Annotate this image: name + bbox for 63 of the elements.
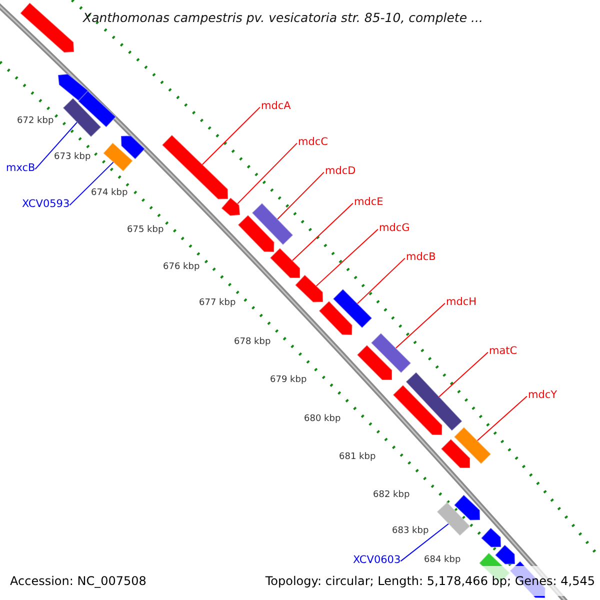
- gene-bar: [453, 426, 492, 465]
- title: Xanthomonas campestris pv. vesicatoria str. 85-10, complete ...: [83, 10, 483, 25]
- gene-feature: [237, 214, 275, 252]
- scale-label: 682 kbp: [373, 490, 410, 500]
- scale-label: 679 kbp: [270, 375, 307, 385]
- leader-line: [34, 122, 78, 170]
- gene-feature: [356, 344, 392, 380]
- gene-label: mdcD: [325, 165, 356, 177]
- leader-line: [277, 172, 324, 220]
- leader-line: [395, 302, 446, 349]
- gene-bar: [332, 288, 373, 329]
- gene-label: XCV0593: [22, 198, 70, 210]
- gene-label: mdcE: [354, 196, 384, 208]
- scale-label: 673 kbp: [54, 152, 91, 162]
- scale-label: 675 kbp: [127, 225, 164, 235]
- gene-label: matC: [489, 345, 518, 357]
- gene-label: mdcC: [298, 136, 328, 148]
- gene-feature: [161, 134, 228, 200]
- scale-label: 681 kbp: [339, 452, 376, 462]
- leader-line: [316, 228, 378, 286]
- gene-label: mdcA: [261, 100, 291, 112]
- gene-label: mdcY: [528, 389, 558, 401]
- leader-line: [400, 523, 449, 562]
- leader-line: [356, 258, 406, 304]
- gene-label: mdcG: [379, 222, 410, 234]
- gene-label: mdcB: [406, 251, 436, 263]
- scale-label: 672 kbp: [17, 116, 54, 126]
- accession-text: Accession: NC_007508: [10, 574, 146, 588]
- scale-label: 678 kbp: [234, 337, 271, 347]
- gene-feature: [392, 384, 443, 436]
- scale-label: 683 kbp: [392, 526, 429, 536]
- gene-bar: [62, 97, 102, 138]
- scale-label: 677 kbp: [199, 298, 236, 308]
- gene-bar: [251, 202, 294, 246]
- leader-line: [292, 202, 354, 262]
- gene-bar: [436, 502, 471, 536]
- genome-info-text: Topology: circular; Length: 5,178,466 bp; Genes: 4,545: [265, 574, 595, 588]
- gene-bar: [78, 90, 116, 128]
- gene-feature: [269, 247, 300, 278]
- gene-feature: [120, 135, 146, 160]
- scale-label: 680 kbp: [304, 414, 341, 424]
- gene-feature: [318, 300, 353, 336]
- gene-feature: [294, 274, 324, 303]
- gene-feature: [57, 73, 90, 104]
- leader-line: [237, 142, 298, 204]
- leader-line: [202, 106, 260, 165]
- gene-label: mxcB: [6, 162, 36, 174]
- leader-line: [69, 162, 114, 206]
- gene-feature: [440, 438, 470, 468]
- leader-line: [476, 396, 528, 442]
- scale-label: 676 kbp: [163, 262, 200, 272]
- gene-label: XCV0603: [353, 554, 401, 566]
- scale-label: 674 kbp: [91, 188, 128, 198]
- gene-feature: [454, 494, 480, 521]
- gene-feature: [220, 197, 241, 216]
- leader-line: [438, 352, 488, 398]
- gene-label: mdcH: [446, 296, 477, 308]
- gene-feature: [480, 527, 502, 548]
- gene-bar: [405, 372, 463, 432]
- scale-label: 684 kbp: [424, 555, 461, 565]
- gene-bar: [102, 142, 134, 172]
- gene-bar: [370, 332, 412, 374]
- gene-feature: [20, 2, 75, 53]
